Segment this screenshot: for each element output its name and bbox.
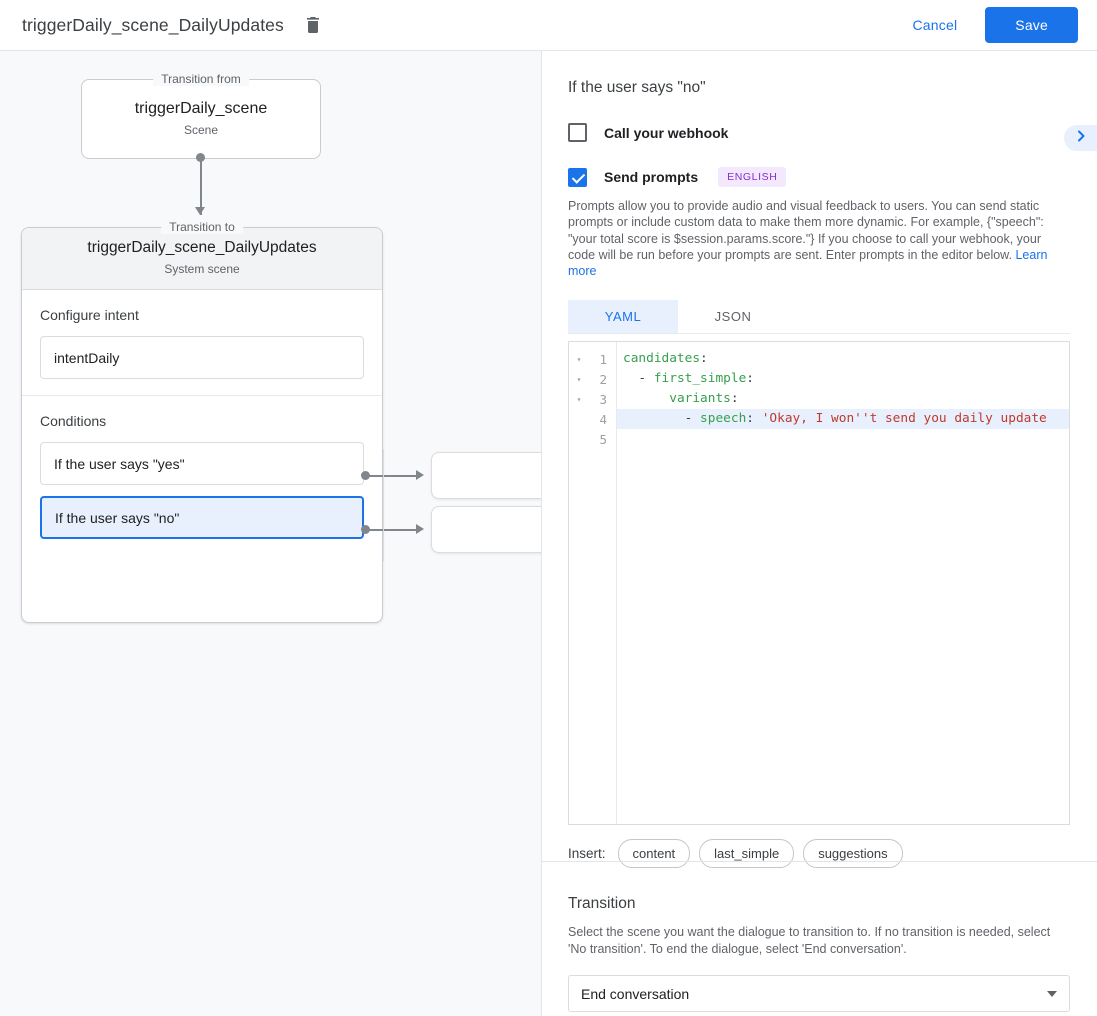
fold-triangle-icon[interactable]: ▾ <box>576 374 582 384</box>
transition-from-node-title: triggerDaily_scene <box>134 100 268 117</box>
insert-chip-content[interactable]: content <box>617 839 691 869</box>
connector-arrow-icon <box>195 207 205 215</box>
condition-edge-line-yes <box>367 475 417 477</box>
code-token: - <box>623 411 701 427</box>
code-token: - <box>623 371 654 387</box>
editor-code-line[interactable]: - speech: 'Okay, I won''t send you daily… <box>617 409 1069 430</box>
prompts-help-text: Prompts allow you to provide audio and v… <box>568 198 1070 279</box>
call-webhook-row[interactable]: Call your webhook <box>568 123 1070 142</box>
condition-edge-dot-yes <box>361 471 370 480</box>
call-webhook-checkbox[interactable] <box>568 123 587 142</box>
transition-to-node-subtitle: System scene <box>164 262 240 276</box>
delete-button[interactable] <box>300 12 326 38</box>
save-button[interactable]: Save <box>985 7 1078 43</box>
downstream-node-no[interactable] <box>431 506 541 553</box>
conditions-section: Conditions If the user says "yes" If the… <box>22 396 382 555</box>
language-badge: ENGLISH <box>718 167 787 187</box>
code-token <box>623 391 669 406</box>
transition-description: Select the scene you want the dialogue t… <box>568 925 1051 956</box>
fold-triangle-icon[interactable]: ▾ <box>576 354 582 364</box>
transition-to-node[interactable]: Transition to triggerDaily_scene_DailyUp… <box>21 220 383 623</box>
code-token: variants <box>669 391 731 407</box>
editor-line-number: 5 <box>599 431 607 447</box>
connector-line <box>200 157 202 215</box>
transition-section: Transition Select the scene you want the… <box>542 895 1097 1013</box>
conditions-label: Conditions <box>40 413 107 429</box>
panel-section-divider <box>542 861 1097 862</box>
page-title: triggerDaily_scene_DailyUpdates <box>22 14 284 35</box>
transition-select-value: End conversation <box>581 985 690 1002</box>
editor-code-line[interactable]: variants: <box>617 389 1069 409</box>
code-token: : <box>700 351 708 367</box>
editor-line-number: 4 <box>599 411 607 427</box>
send-prompts-checkbox[interactable] <box>568 167 587 187</box>
cancel-button[interactable]: Cancel <box>897 8 974 42</box>
code-token: : <box>746 411 762 427</box>
insert-row: Insert: content last_simple suggestions <box>568 839 1070 869</box>
transition-from-node-subtitle: Scene <box>183 123 219 137</box>
condition-edge-arrow-no-icon <box>416 524 424 534</box>
top-bar-actions: Cancel Save <box>897 7 1078 43</box>
insert-chip-last-simple[interactable]: last_simple <box>699 839 795 869</box>
call-webhook-label: Call your webhook <box>604 124 729 141</box>
code-token: candidates <box>623 351 701 367</box>
tab-yaml[interactable]: YAML <box>568 300 678 334</box>
tab-json[interactable]: JSON <box>714 309 752 325</box>
chevron-right-icon <box>1074 129 1088 148</box>
panel-heading: If the user says "no" <box>568 79 706 96</box>
scene-graph-canvas[interactable]: Transition from triggerDaily_scene Scene… <box>0 51 541 1016</box>
transition-select[interactable]: End conversation <box>568 975 1070 1013</box>
expand-panel-button[interactable] <box>1064 125 1097 151</box>
detail-panel: If the user says "no" Call your webhook … <box>541 51 1097 1016</box>
insert-chip-suggestions[interactable]: suggestions <box>803 839 903 869</box>
chevron-down-icon <box>1047 990 1057 997</box>
editor-code-area[interactable]: candidates: - first_simple: variants: - … <box>617 342 1069 824</box>
intent-field[interactable]: intentDaily <box>40 336 364 379</box>
transition-to-legend: Transition to <box>161 220 243 234</box>
insert-label: Insert: <box>568 846 606 862</box>
editor-gutter-row[interactable]: ▾3 <box>569 389 616 409</box>
condition-edge-arrow-yes-icon <box>416 470 424 480</box>
editor-gutter-row[interactable]: ▾2 <box>569 369 616 389</box>
prompts-help-body: Prompts allow you to provide audio and v… <box>568 199 1044 262</box>
editor-gutter-row[interactable]: 5 <box>569 429 616 449</box>
editor-gutter-row[interactable]: 4 <box>569 409 616 429</box>
editor-code-line[interactable] <box>617 429 1069 449</box>
learn-more-link[interactable]: Learn more <box>568 247 1048 279</box>
format-tabs: YAML JSON <box>568 300 1070 335</box>
editor-gutter-row[interactable]: ▾1 <box>569 349 616 369</box>
trash-icon <box>305 16 321 34</box>
transition-from-node[interactable]: Transition from triggerDaily_scene Scene <box>81 72 321 159</box>
downstream-node-yes[interactable] <box>431 452 541 499</box>
editor-line-number: 3 <box>599 391 607 407</box>
canvas-column-divider <box>383 449 384 561</box>
send-prompts-label: Send prompts <box>604 169 699 185</box>
top-bar: triggerDaily_scene_DailyUpdates Cancel S… <box>0 0 1097 51</box>
code-token: 'Okay, I won''t send you daily update <box>761 411 1047 427</box>
configure-intent-section: Configure intent intentDaily <box>22 290 382 396</box>
condition-edge-line-no <box>367 529 417 531</box>
detail-panel-content: If the user says "no" Call your webhook … <box>542 51 1097 869</box>
configure-intent-label: Configure intent <box>40 307 139 323</box>
transition-from-legend: Transition from <box>153 72 249 86</box>
transition-title: Transition <box>568 895 636 913</box>
code-token: : <box>746 371 754 387</box>
condition-edge-dot-no <box>361 525 370 534</box>
condition-item-no[interactable]: If the user says "no" <box>40 496 364 539</box>
condition-item-yes[interactable]: If the user says "yes" <box>40 442 364 485</box>
code-token: speech <box>700 411 747 427</box>
transition-to-node-title: triggerDaily_scene_DailyUpdates <box>87 239 317 256</box>
code-token: first_simple <box>653 371 747 387</box>
editor-code-line[interactable]: candidates: <box>617 349 1069 369</box>
send-prompts-row[interactable]: Send prompts ENGLISH <box>568 167 1070 187</box>
fold-triangle-icon[interactable]: ▾ <box>576 394 582 404</box>
transition-to-node-header: triggerDaily_scene_DailyUpdates System s… <box>22 228 382 290</box>
editor-line-number: 2 <box>599 371 607 387</box>
editor-line-number: 1 <box>599 351 607 367</box>
editor-code-line[interactable]: - first_simple: <box>617 369 1069 389</box>
code-token: : <box>730 391 739 407</box>
